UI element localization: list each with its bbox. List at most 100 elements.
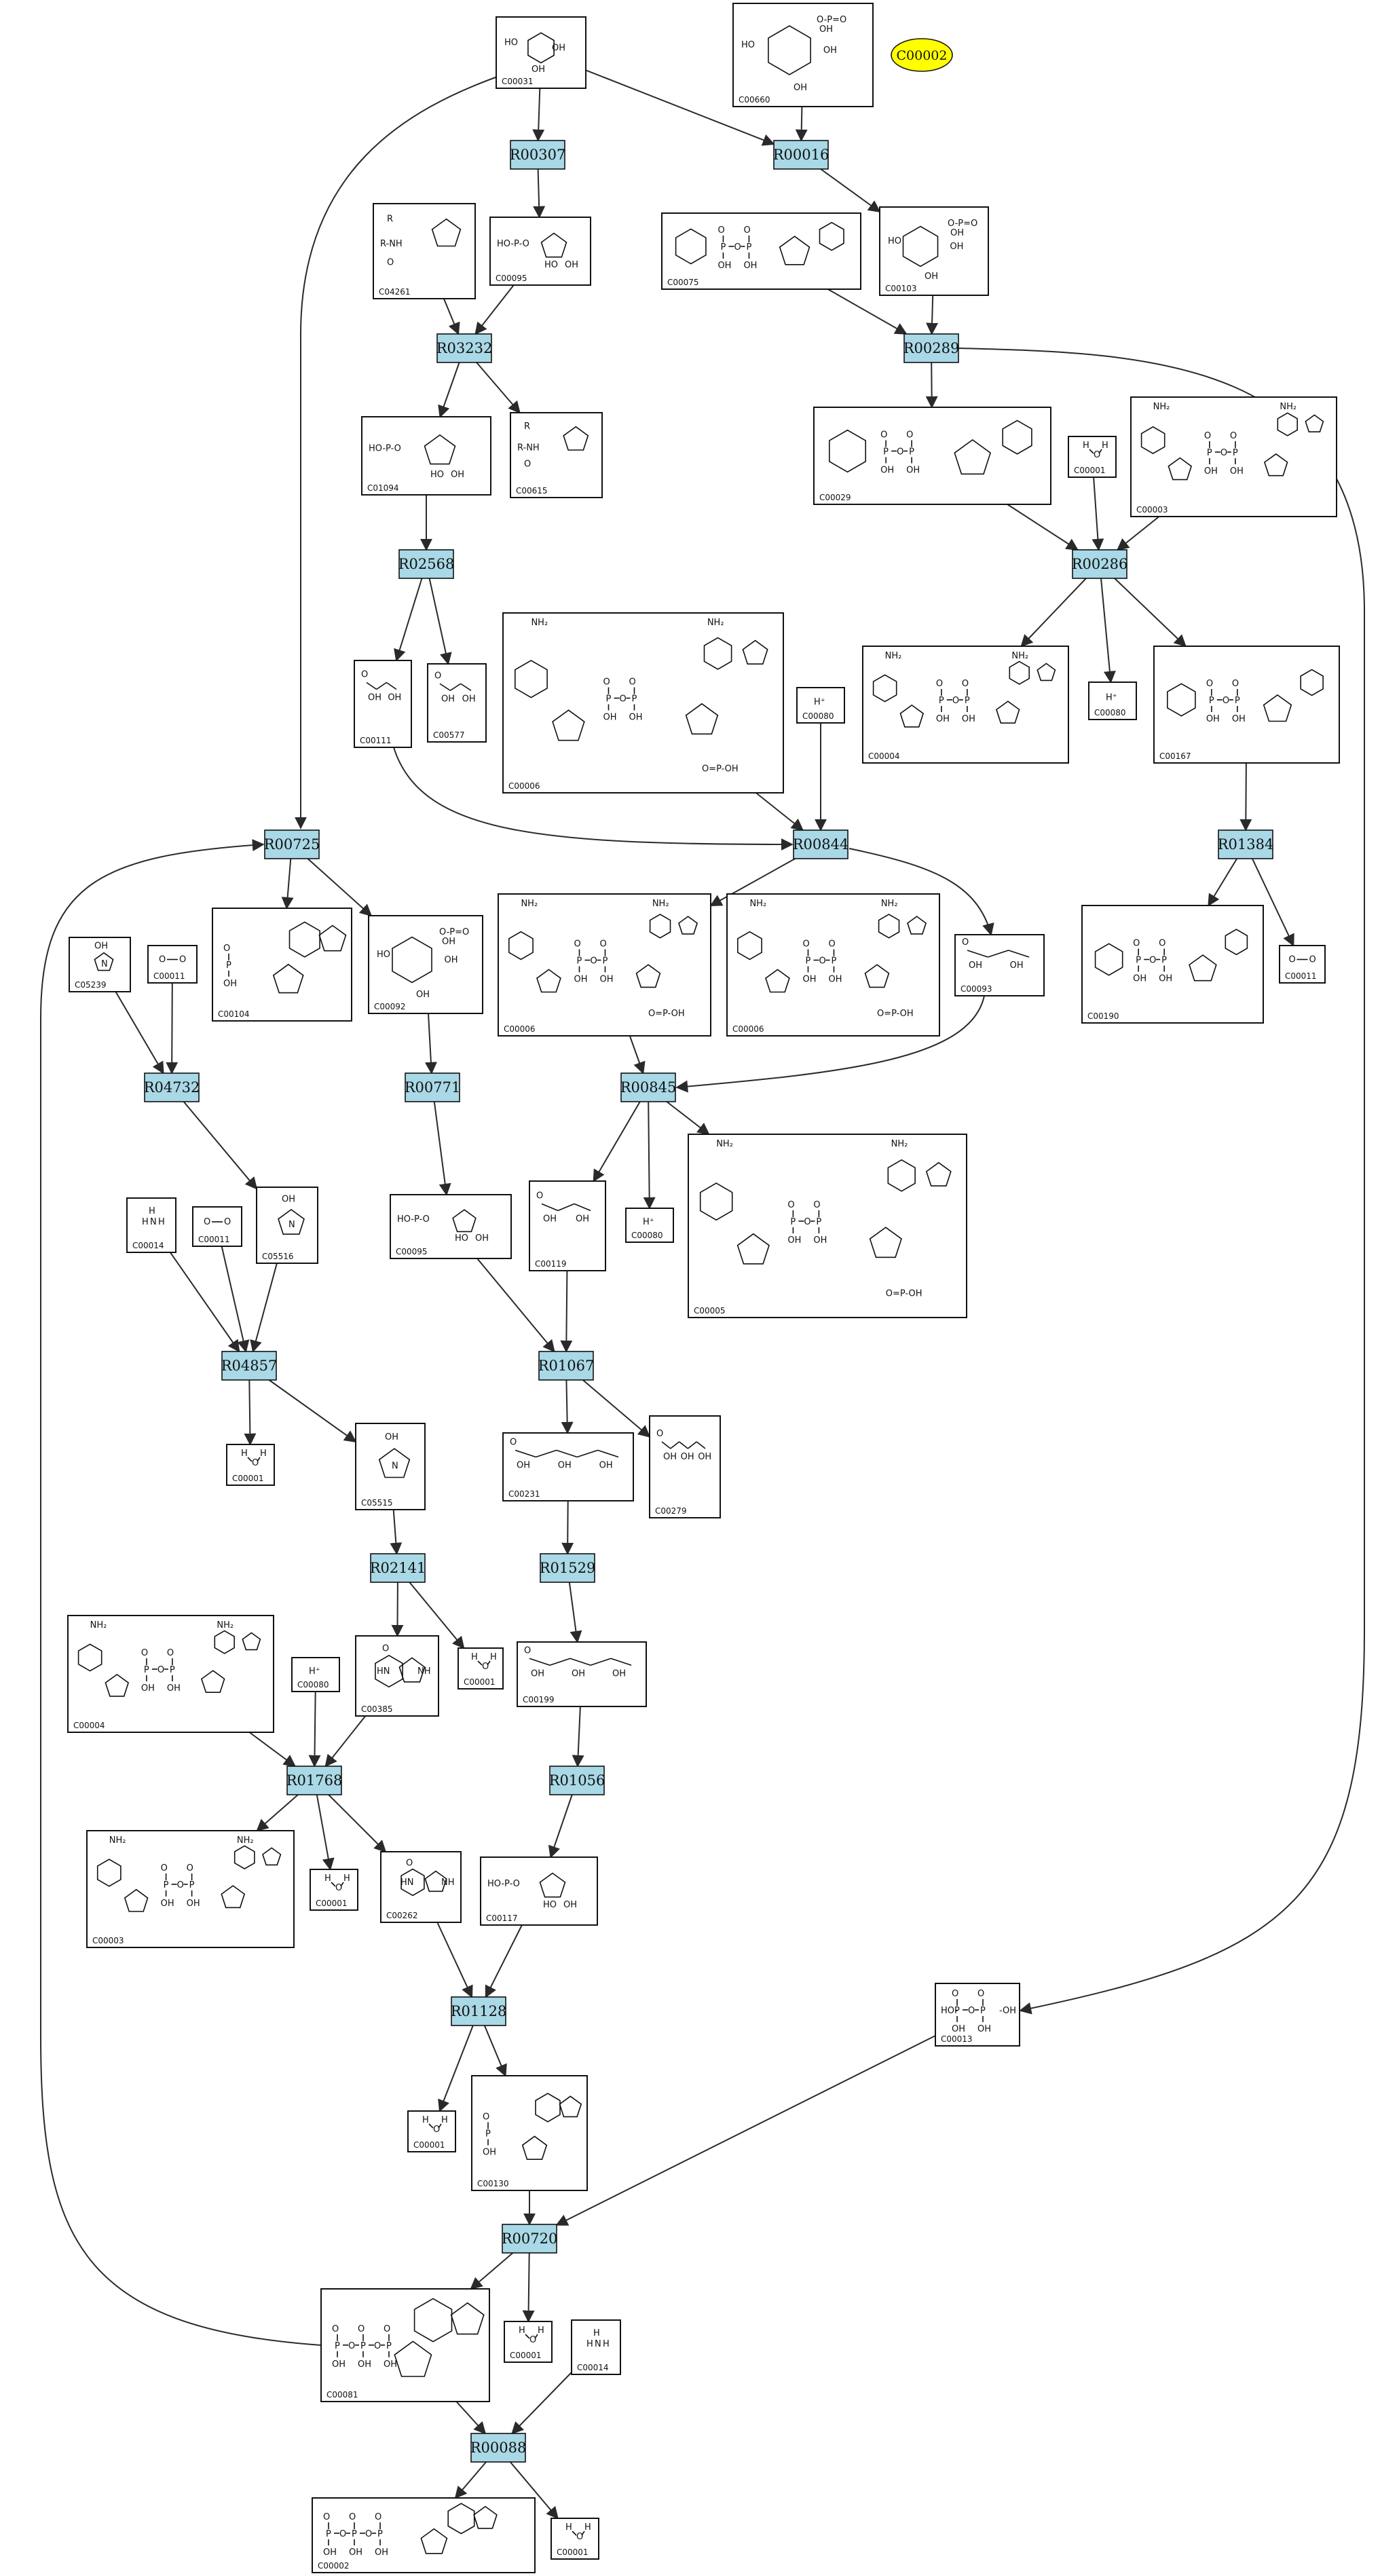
reaction-r01056[interactable]: R01056 — [549, 1766, 605, 1795]
compound-id-label: C00001 — [232, 1474, 264, 1483]
reaction-r00016[interactable]: R00016 — [773, 140, 829, 170]
compound-id-label: C00119 — [535, 1259, 567, 1269]
svg-text:O: O — [962, 937, 969, 948]
compound-c00080[interactable]: H⁺C00080 — [1088, 682, 1137, 720]
svg-text:OH: OH — [950, 242, 963, 252]
reaction-r00289[interactable]: R00289 — [903, 333, 960, 363]
compound-box — [796, 687, 845, 724]
reaction-r04857[interactable]: R04857 — [221, 1351, 278, 1381]
compound-c00080[interactable]: H⁺C00080 — [796, 687, 845, 724]
reaction-r00286[interactable]: R00286 — [1072, 549, 1128, 579]
reaction-label: R00016 — [773, 147, 829, 163]
edge-c05516-to-R04857 — [250, 1263, 278, 1353]
svg-text:HO: HO — [544, 260, 558, 270]
reaction-r01067[interactable]: R01067 — [538, 1351, 595, 1381]
reaction-r02141[interactable]: R02141 — [370, 1553, 426, 1583]
reaction-r01384[interactable]: R01384 — [1218, 829, 1274, 859]
compound-id-label: C00011 — [153, 971, 185, 981]
svg-text:P: P — [631, 694, 637, 705]
compound-id-label: C00262 — [386, 1911, 418, 1920]
reaction-r00725[interactable]: R00725 — [264, 829, 320, 859]
reaction-r00771[interactable]: R00771 — [405, 1072, 461, 1102]
reaction-r00307[interactable]: R00307 — [510, 140, 566, 170]
reaction-r01768[interactable]: R01768 — [286, 1766, 343, 1795]
reaction-r04732[interactable]: R04732 — [144, 1072, 200, 1102]
svg-text:OH: OH — [565, 260, 578, 270]
reaction-r00845[interactable]: R00845 — [620, 1072, 677, 1102]
compound-c00080[interactable]: H⁺C00080 — [291, 1657, 340, 1692]
reaction-r00088[interactable]: R00088 — [470, 2433, 527, 2463]
reaction-r00844[interactable]: R00844 — [793, 829, 849, 859]
svg-text:H: H — [603, 2339, 610, 2349]
svg-text:OH: OH — [161, 1899, 174, 1909]
compound-c00080[interactable]: H⁺C00080 — [625, 1208, 674, 1243]
svg-text:R-NH: R-NH — [380, 239, 403, 249]
svg-text:OH: OH — [358, 2359, 371, 2370]
reaction-r02568[interactable]: R02568 — [398, 549, 455, 579]
reaction-r01128[interactable]: R01128 — [451, 1996, 507, 2026]
edge-c00111-to-R00844 — [393, 747, 794, 851]
reaction-r00720[interactable]: R00720 — [502, 2224, 558, 2254]
reaction-box — [903, 333, 959, 363]
edge-c00080d-to-R01768 — [308, 1691, 321, 1768]
compound-id-label: C00199 — [523, 1695, 555, 1704]
reaction-r03232[interactable]: R03232 — [436, 333, 493, 363]
reaction-r01529[interactable]: R01529 — [540, 1553, 596, 1583]
edge-R00289-to-c00013 — [958, 348, 1365, 2015]
